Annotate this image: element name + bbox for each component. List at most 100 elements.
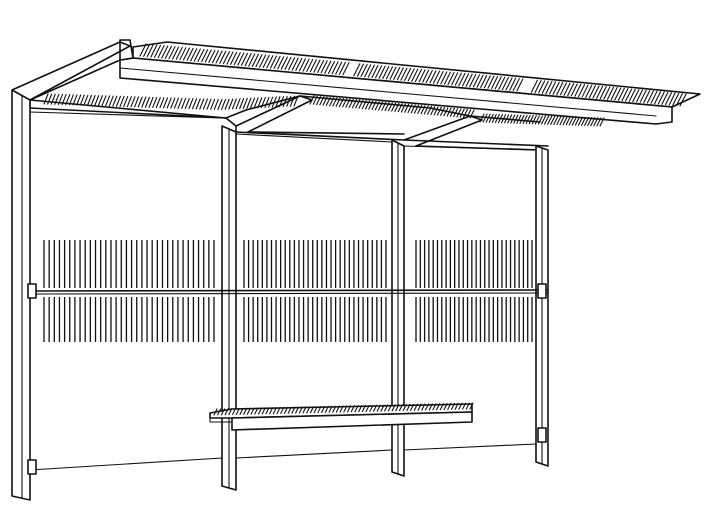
roof-slat [436, 70, 444, 85]
roof-underside-slat [76, 94, 82, 106]
roof-slat [309, 59, 317, 73]
roof-underside-slat [400, 103, 406, 113]
roof-slat [146, 44, 154, 58]
bench-slat [469, 402, 474, 410]
roof-slat [317, 59, 325, 73]
roof-underside-slat [387, 102, 393, 112]
bench-slat [380, 404, 385, 412]
roof-slat [534, 80, 542, 94]
roof-underside-slat [312, 95, 318, 105]
roof-underside-slat [355, 99, 361, 109]
roof-underside-slat [384, 102, 390, 112]
roof-slat [313, 59, 321, 73]
roof-underside-slat [210, 98, 216, 110]
roof-slat [447, 71, 455, 86]
roof-underside-slat [446, 107, 452, 117]
roof-underside-slat [368, 100, 374, 110]
roof-slat [172, 46, 180, 60]
bench-slat [224, 408, 229, 416]
roof-underside-slat [231, 98, 237, 110]
bench-slat [339, 405, 344, 413]
roof-underside-slat [348, 98, 354, 108]
bench-slat [369, 404, 374, 412]
roof-underside-slat [319, 96, 325, 106]
bench-slat [265, 407, 270, 415]
roof-slat [429, 70, 437, 84]
roof-slat [643, 90, 651, 104]
bench-slat [328, 405, 333, 413]
roof-underside-slat [97, 95, 103, 107]
roof-slat [661, 91, 669, 105]
bench-slat [332, 405, 337, 413]
bench [209, 402, 474, 431]
roof-underside-slat [152, 96, 158, 109]
roof-slat [664, 92, 673, 106]
bench-slat [347, 405, 352, 413]
roof-slat [164, 45, 172, 59]
roof-underside-slat [173, 97, 179, 109]
roof-slat [585, 84, 593, 98]
roof-underside-slat [249, 97, 256, 109]
bench-slat [228, 408, 233, 416]
roof-underside-slat [235, 98, 241, 110]
roof-underside-slat [593, 117, 599, 127]
bench-slat [235, 407, 240, 416]
bench-slat [454, 402, 459, 410]
roof-underside-slat [553, 115, 559, 126]
roof-underside-slat [213, 98, 219, 110]
bench-slat [239, 407, 244, 415]
roof-slat [251, 53, 259, 67]
roof-slat [186, 47, 194, 61]
roof-underside-slat [275, 96, 281, 108]
bench-slat [372, 404, 378, 412]
bench-slat [261, 407, 266, 415]
roof-underside-slat [94, 95, 100, 107]
roof-underside-slat [159, 97, 165, 109]
roof-slat [501, 77, 509, 91]
roof-slat [443, 71, 451, 85]
roof-slat [469, 73, 477, 88]
roof-slat [342, 62, 350, 76]
bench-slat [387, 404, 392, 412]
roof-underside-slat [556, 116, 562, 126]
bench-slat [410, 403, 415, 411]
roof-underside-slat [417, 104, 423, 114]
roof-underside-slat [322, 96, 328, 106]
bench-slat [313, 406, 318, 414]
bench-slat [424, 403, 430, 411]
roof-underside-slat [228, 98, 234, 110]
roof-underside-slat [184, 97, 190, 110]
bench-slat [391, 404, 396, 412]
roof-underside-slat [462, 108, 469, 118]
post-left [11, 89, 31, 501]
bench-slat [447, 402, 452, 411]
roof-underside-slat [500, 114, 507, 124]
roof-underside-slat [268, 96, 274, 108]
roof-underside-slat [596, 117, 602, 127]
roof-slat [483, 75, 491, 89]
roof-slat [538, 80, 546, 94]
roof-underside-slat [351, 99, 357, 109]
roof-slat [556, 82, 564, 96]
roof-underside-slat [224, 98, 230, 110]
bench-slat [213, 408, 218, 416]
roof-slat [599, 86, 607, 100]
roof-underside-slat [144, 96, 150, 108]
roof-slat [150, 44, 158, 58]
roof-slat [335, 61, 343, 75]
bench-slat [254, 407, 259, 415]
roof-underside-slat [358, 99, 364, 109]
roof-slat [378, 65, 386, 79]
bench-slat [317, 406, 322, 414]
roof-slat [581, 84, 589, 98]
roof-slat [563, 82, 571, 96]
roof-slat [628, 88, 636, 102]
roof-underside-slat [253, 97, 259, 109]
roof-slat [516, 78, 524, 92]
roof-slat [577, 84, 586, 98]
roof-slat [237, 52, 245, 66]
bench-slat [402, 404, 407, 412]
roof-underside-slat [537, 115, 544, 125]
roof-underside-slat [510, 114, 516, 124]
